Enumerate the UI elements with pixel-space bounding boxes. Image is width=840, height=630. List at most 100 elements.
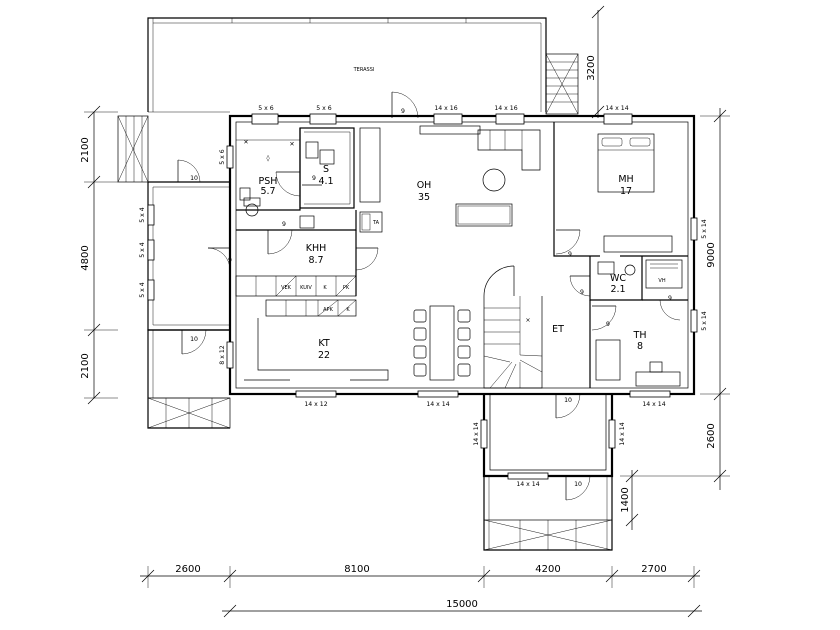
dimension-bottom: 2600 8100 4200 2700 15000 xyxy=(140,564,702,618)
fireplace: TA xyxy=(359,211,383,233)
dim-bottom-4: 2700 xyxy=(641,564,666,575)
terrace-label: TERASSI xyxy=(353,67,375,73)
window-label-entrance-bottom: 14 x 14 xyxy=(516,481,539,488)
window-label-top-5: 14 x 14 xyxy=(605,105,628,112)
left-windows: 5 x 6 5 x 4 5 x 4 5 x 4 8 x 12 xyxy=(139,145,234,369)
door-label-bed: 9 xyxy=(568,251,572,258)
terrace-steps-left xyxy=(117,115,149,183)
label-vek: VEK xyxy=(281,285,292,291)
window-label-top-2: 5 x 6 xyxy=(316,105,332,112)
room-khh-name: KHH xyxy=(306,243,327,254)
door-label-porch: 10 xyxy=(574,481,582,488)
room-kt: KT 22 xyxy=(244,318,389,381)
label-k1: K xyxy=(323,285,327,291)
room-mh: 9 MH 17 xyxy=(553,122,688,258)
bottom-windows: 14 x 12 14 x 14 14 x 14 xyxy=(295,390,671,408)
kitchen-cabinets-row2: APK K xyxy=(265,299,357,317)
window-label-bottom-2: 14 x 14 xyxy=(426,401,449,408)
dim-bottom-2: 8100 xyxy=(344,564,369,575)
stairs: × xyxy=(483,265,543,389)
kitchen-cabinets-row: VEK KUIV K PK xyxy=(235,275,357,297)
room-mh-area: 17 xyxy=(620,186,632,197)
room-wc-name: WC xyxy=(610,273,626,284)
door-label-th: 9 xyxy=(606,321,610,328)
terrace-steps-right xyxy=(545,53,579,115)
dim-left-1: 2100 xyxy=(80,137,91,162)
room-kt-area: 22 xyxy=(318,350,330,361)
dimension-right: 3200 9000 2600 1400 xyxy=(586,5,730,530)
svg-text:✕: ✕ xyxy=(289,141,294,148)
window-label-top-1: 5 x 6 xyxy=(258,105,274,112)
dim-right-main: 9000 xyxy=(706,242,717,267)
window-label-left-2: 5 x 4 xyxy=(139,242,146,258)
window-label-psh: 5 x 6 xyxy=(219,149,226,165)
window-label-left-1: 5 x 4 xyxy=(139,207,146,223)
dim-bottom-3: 4200 xyxy=(535,564,560,575)
window-label-top-3: 14 x 16 xyxy=(434,105,457,112)
window-label-bottom-1: 14 x 12 xyxy=(304,401,327,408)
door-label-top: 9 xyxy=(401,108,405,115)
window-label-right-2: 5 x 14 xyxy=(701,311,708,330)
label-pk: PK xyxy=(343,285,350,291)
label-k2: K xyxy=(346,307,350,313)
door-top: 9 xyxy=(391,91,419,119)
dimension-left: 2100 4800 2100 xyxy=(80,105,118,405)
window-label-top-4: 14 x 16 xyxy=(494,105,517,112)
label-kuiv: KUIV xyxy=(300,285,312,291)
room-th-name: TH xyxy=(633,330,647,341)
window-label-porch-side: 14 x 14 xyxy=(619,422,626,445)
room-mh-name: MH xyxy=(618,174,633,185)
label-apk: APK xyxy=(323,307,333,313)
dim-total: 15000 xyxy=(446,599,478,610)
room-oh-area: 35 xyxy=(418,192,430,203)
left-doors: 10 9 10 xyxy=(177,159,232,355)
top-windows: 5 x 6 5 x 6 14 x 16 14 x 16 14 x 14 xyxy=(251,105,633,125)
door-label-left-top: 10 xyxy=(190,175,198,182)
window-label-bottom-3: 14 x 14 xyxy=(642,401,665,408)
room-sauna-area: 4.1 xyxy=(318,176,333,187)
door-label-sauna: 9 xyxy=(312,175,316,182)
door-label-entry: 10 xyxy=(564,397,572,404)
terrace: TERASSI xyxy=(147,17,547,113)
room-sauna-name: S xyxy=(323,164,329,175)
room-khh-area: 8.7 xyxy=(308,255,323,266)
room-wc-area: 2.1 xyxy=(610,284,625,295)
entrance-vestibule: 14 x 14 14 x 14 14 x 14 10 xyxy=(473,393,626,488)
dim-left-3: 2100 xyxy=(80,353,91,378)
fireplace-label: TA xyxy=(372,220,380,226)
window-label-right-1: 5 x 14 xyxy=(701,219,708,238)
room-kt-name: KT xyxy=(318,338,329,349)
left-porch xyxy=(147,181,231,429)
room-sauna: 9 S 4.1 xyxy=(299,127,355,209)
window-label-vestibule: 14 x 14 xyxy=(473,422,480,445)
dim-left-2: 4800 xyxy=(80,245,91,270)
room-psh-area: 5.7 xyxy=(260,186,275,197)
room-et-name: ET xyxy=(552,324,564,335)
window-label-left-3: 5 x 4 xyxy=(139,282,146,298)
door-label-vh: 9 xyxy=(668,295,672,302)
dining-table xyxy=(413,305,471,381)
room-th: 9 TH 8 xyxy=(589,299,688,388)
door-label-left-mid: 9 xyxy=(228,257,232,264)
room-wc: 9 WC 2.1 xyxy=(569,256,643,301)
entrance-porch: 10 xyxy=(483,475,613,551)
svg-text:✕: ✕ xyxy=(243,139,248,146)
dim-right-step: 1400 xyxy=(620,487,631,512)
room-psh: ✕ ✕ ◊ PSH 5.7 xyxy=(236,128,301,217)
svg-text:◊: ◊ xyxy=(266,155,270,162)
wardrobe-label: VH xyxy=(658,278,665,284)
right-windows: 5 x 14 5 x 14 xyxy=(690,217,708,333)
wardrobe: VH 9 xyxy=(645,259,683,321)
room-oh: OH 35 xyxy=(359,125,541,227)
dim-right-porch: 2600 xyxy=(706,423,717,448)
dim-bottom-1: 2600 xyxy=(175,564,200,575)
window-label-kitchen: 8 x 12 xyxy=(219,345,226,364)
door-label-wc: 9 xyxy=(580,289,584,296)
door-label-left-bottom: 10 xyxy=(190,336,198,343)
room-th-area: 8 xyxy=(637,341,643,352)
dim-right-top: 3200 xyxy=(586,55,597,80)
room-khh: 9 KHH 8.7 xyxy=(236,210,379,296)
svg-text:×: × xyxy=(525,317,530,324)
room-psh-name: PSH xyxy=(259,176,278,187)
